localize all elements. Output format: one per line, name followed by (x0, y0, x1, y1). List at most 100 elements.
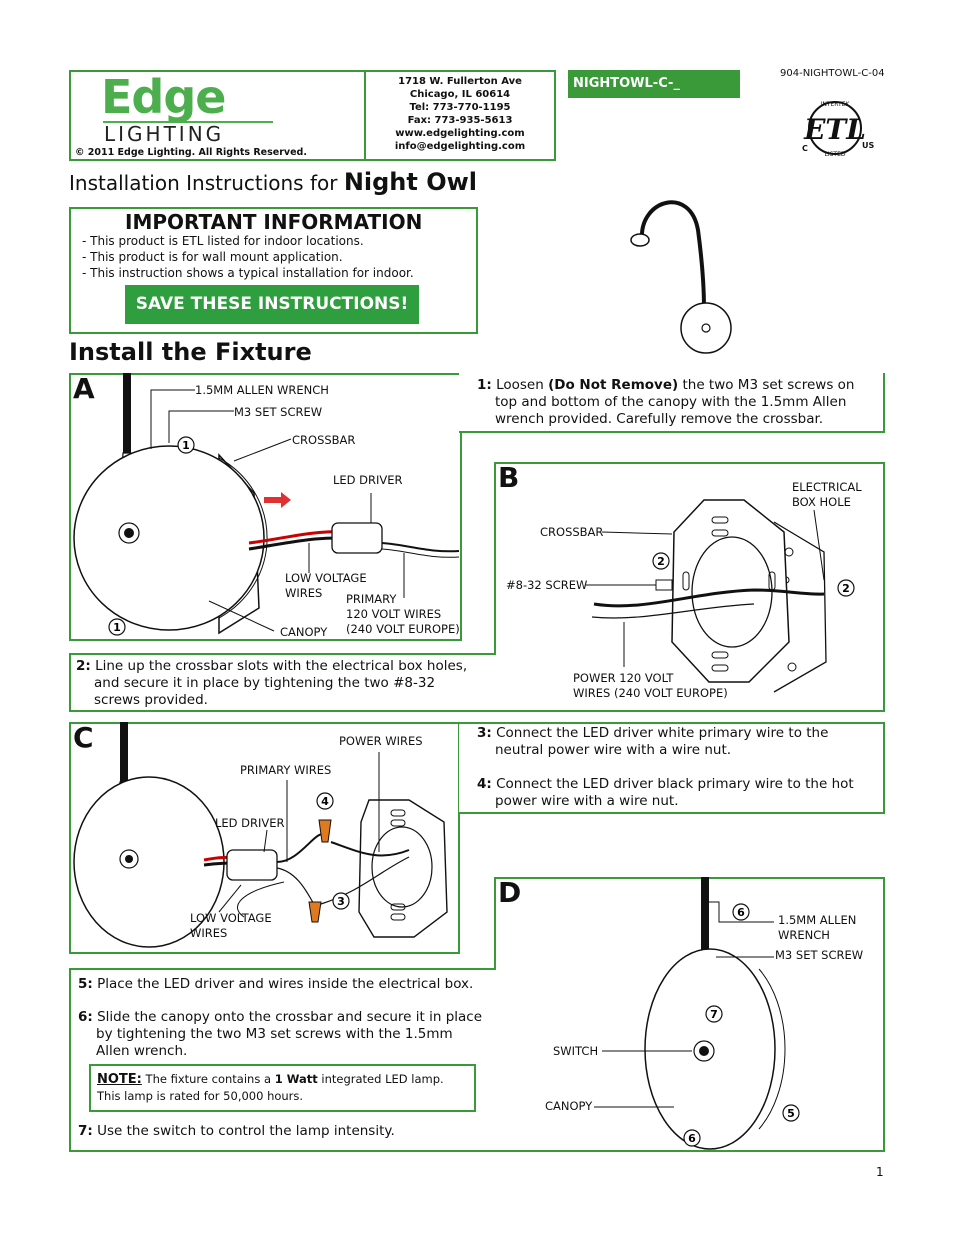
callout-number: 2 (842, 582, 850, 595)
important-list: - This product is ETL listed for indoor … (82, 233, 414, 281)
label-power-wires-b: POWER 120 VOLT WIRES (240 VOLT EUROPE) (573, 671, 728, 700)
step-text: Line up the crossbar slots with the elec… (90, 658, 468, 708)
panel-c-letter: C (73, 721, 94, 754)
etl-top: INTERTEK (821, 101, 851, 108)
logo-wordmark: Edge (101, 70, 226, 124)
label-power-wires-c: POWER WIRES (339, 734, 423, 748)
page-title: Installation Instructions for Night Owl (69, 168, 477, 196)
address-block: 1718 W. Fullerton Ave Chicago, IL 60614 … (366, 75, 554, 153)
page-number: 1 (876, 1165, 884, 1179)
important-item: - This product is for wall mount applica… (82, 250, 343, 264)
step-number: 3: (477, 725, 492, 741)
label-allen-wrench: 1.5MM ALLEN WRENCH (195, 383, 329, 397)
label-primary-wires: PRIMARY 120 VOLT WIRES (240 VOLT EUROPE) (346, 592, 460, 636)
important-item: - This instruction shows a typical insta… (82, 266, 414, 280)
callout-7: 7 (705, 1005, 723, 1023)
address-fax: Fax: 773-935-5613 (407, 115, 513, 126)
title-prefix: Installation Instructions for (69, 171, 344, 195)
step-number: 1: (477, 377, 492, 393)
callout-6-top: 6 (732, 903, 750, 921)
step-number: 5: (78, 976, 93, 992)
note-box (89, 1064, 476, 1112)
night-owl-product-illustration (630, 200, 732, 354)
callout-2-left: 2 (652, 552, 670, 570)
address-city: Chicago, IL 60614 (409, 89, 511, 100)
model-badge: NIGHTOWL-C-_ (568, 70, 740, 98)
address-street: 1718 W. Fullerton Ave (398, 76, 522, 87)
etl-right: US (862, 141, 874, 150)
etl-left: C (802, 144, 808, 153)
callout-1-top: 1 (177, 436, 195, 454)
panel-c-diagram: 4 3 (73, 722, 448, 948)
label-canopy-d: CANOPY (545, 1099, 593, 1113)
step-number: 6: (78, 1009, 93, 1025)
etl-mark: ETL (803, 113, 866, 146)
label-allen-wrench-d: 1.5MM ALLEN WRENCH (778, 913, 857, 942)
callout-number: 4 (321, 795, 329, 808)
label-primary-wires-c: PRIMARY WIRES (240, 763, 332, 777)
copyright: © 2011 Edge Lighting. All Rights Reserve… (75, 147, 307, 158)
etl-listed-icon: ETL INTERTEK LISTED C US (802, 101, 874, 158)
note-text: NOTE: The fixture contains a 1 Watt inte… (97, 1071, 469, 1104)
important-heading: IMPORTANT INFORMATION (125, 210, 423, 234)
steps-5-7-box (69, 968, 496, 1152)
step-text: Slide the canopy onto the crossbar and s… (92, 1009, 483, 1059)
label-led-driver: LED DRIVER (333, 473, 403, 487)
note-label: NOTE: (97, 1072, 142, 1087)
label-crossbar: CROSSBAR (292, 433, 356, 447)
step-text: the two M3 set screws on top and bottom … (495, 377, 855, 427)
logo-box (69, 70, 366, 161)
etl-bottom: LISTED (825, 151, 846, 158)
step-5-text: 5: Place the LED driver and wires inside… (78, 976, 483, 993)
step-number: 4: (477, 776, 492, 792)
step-6-text: 6: Slide the canopy onto the crossbar an… (78, 1009, 483, 1060)
address-web[interactable]: www.edgelighting.com (395, 128, 525, 139)
address-tel: Tel: 773-770-1195 (409, 102, 511, 113)
step-7-text: 7: Use the switch to control the lamp in… (78, 1123, 483, 1140)
step-emphasis: (Do Not Remove) (548, 377, 679, 393)
panel-b-letter: B (498, 461, 520, 494)
callout-number: 6 (737, 906, 745, 919)
label-canopy: CANOPY (280, 625, 328, 639)
logo-underline (103, 121, 273, 123)
panel-a-letter: A (73, 372, 95, 405)
step-2-box (69, 653, 496, 712)
save-instructions-button[interactable]: SAVE THESE INSTRUCTIONS! (125, 285, 419, 324)
callout-2-right: 2 (837, 579, 855, 597)
callout-4: 4 (316, 792, 334, 810)
label-led-driver-c: LED DRIVER (215, 816, 285, 830)
callout-number: 2 (657, 555, 665, 568)
callout-1-bottom: 1 (108, 618, 126, 636)
step-text: Loosen (491, 377, 549, 393)
label-m3-set-screw-d: M3 SET SCREW (775, 948, 864, 962)
callout-number: 1 (113, 621, 121, 634)
step-text: Use the switch to control the lamp inten… (92, 1123, 395, 1139)
step-1-box (459, 373, 885, 433)
address-box (364, 70, 556, 161)
callout-6-bottom: 6 (683, 1129, 701, 1147)
step-number: 7: (78, 1123, 93, 1139)
callout-number: 5 (787, 1107, 795, 1120)
label-electrical-box-hole: ELECTRICAL BOX HOLE (792, 480, 862, 509)
label-crossbar-b: CROSSBAR (540, 525, 604, 539)
step-text: Place the LED driver and wires inside th… (92, 976, 474, 992)
doc-number: 904-NIGHTOWL-C-04 (780, 68, 885, 79)
callout-3: 3 (332, 892, 350, 910)
install-heading: Install the Fixture (69, 338, 312, 366)
step-1-text: 1: Loosen (Do Not Remove) the two M3 set… (477, 377, 872, 428)
panel-d-diagram: 6 7 5 6 (594, 877, 800, 1150)
label-switch: SWITCH (553, 1044, 599, 1058)
note-emphasis: 1 Watt (274, 1072, 318, 1086)
address-email[interactable]: info@edgelighting.com (394, 141, 526, 152)
callout-number: 7 (710, 1008, 718, 1021)
step-text: Connect the LED driver white primary wir… (491, 725, 829, 758)
step-number: 2: (76, 658, 91, 674)
important-item: - This product is ETL listed for indoor … (82, 234, 364, 248)
callout-number: 1 (182, 439, 190, 452)
step-2-text: 2: Line up the crossbar slots with the e… (76, 658, 476, 709)
logo-subtitle: LIGHTING (104, 122, 225, 146)
title-product: Night Owl (343, 168, 478, 196)
note-body: The fixture contains a (141, 1072, 275, 1086)
label-low-voltage-wires-c: LOW VOLTAGE WIRES (190, 911, 272, 940)
callout-5: 5 (782, 1104, 800, 1122)
